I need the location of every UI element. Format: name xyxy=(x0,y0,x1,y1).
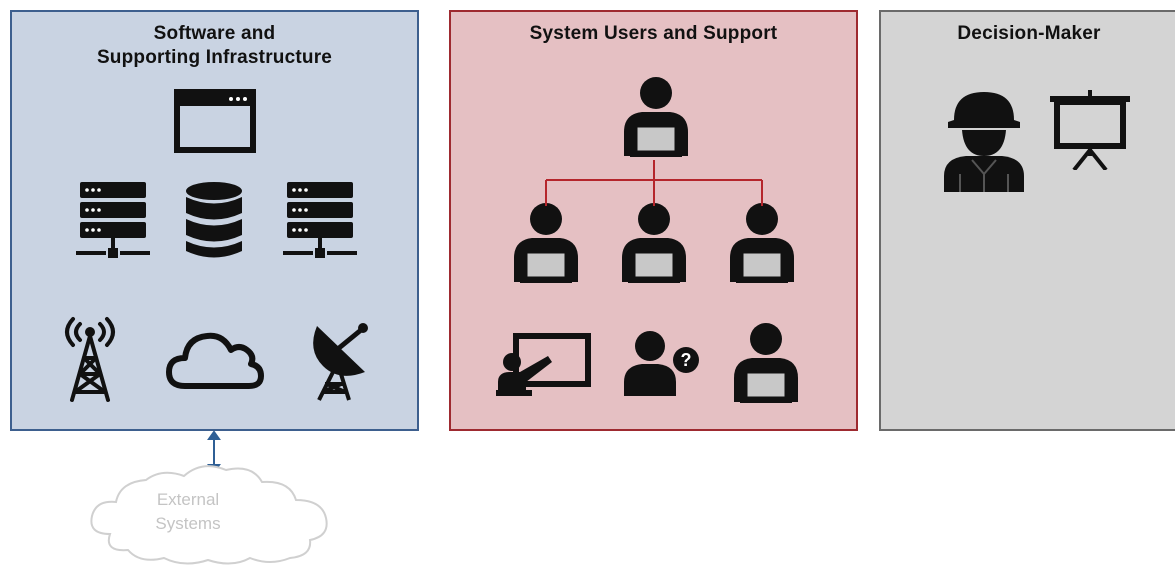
presentation-board-icon xyxy=(1050,90,1130,170)
laptop-user-icon xyxy=(730,203,794,283)
cloud-icon xyxy=(166,332,264,389)
server-rack-icon xyxy=(76,182,150,258)
software-infrastructure-panel: Software and Supporting Infrastructure xyxy=(10,10,419,431)
database-icon xyxy=(186,182,242,258)
decision-maker-panel: Decision-Maker xyxy=(879,10,1175,431)
svg-text:?: ? xyxy=(681,350,692,370)
server-rack-icon xyxy=(283,182,357,258)
soldier-icon xyxy=(944,92,1024,192)
laptop-user-icon xyxy=(734,323,798,403)
bidirectional-arrow xyxy=(207,430,221,474)
satellite-dish-icon xyxy=(313,323,368,401)
help-user-icon: ? xyxy=(624,331,699,396)
external-systems-label: External Systems xyxy=(155,490,221,533)
users-panel-title: System Users and Support xyxy=(529,23,778,44)
laptop-user-icon xyxy=(624,77,688,157)
laptop-user-icon xyxy=(514,203,578,283)
decision-panel-title: Decision-Maker xyxy=(957,23,1101,44)
browser-window-icon xyxy=(174,89,256,153)
software-panel-title: Software and Supporting Infrastructure xyxy=(96,23,333,68)
radio-tower-icon xyxy=(65,317,115,402)
laptop-user-icon xyxy=(622,203,686,283)
presenter-icon xyxy=(496,333,591,396)
